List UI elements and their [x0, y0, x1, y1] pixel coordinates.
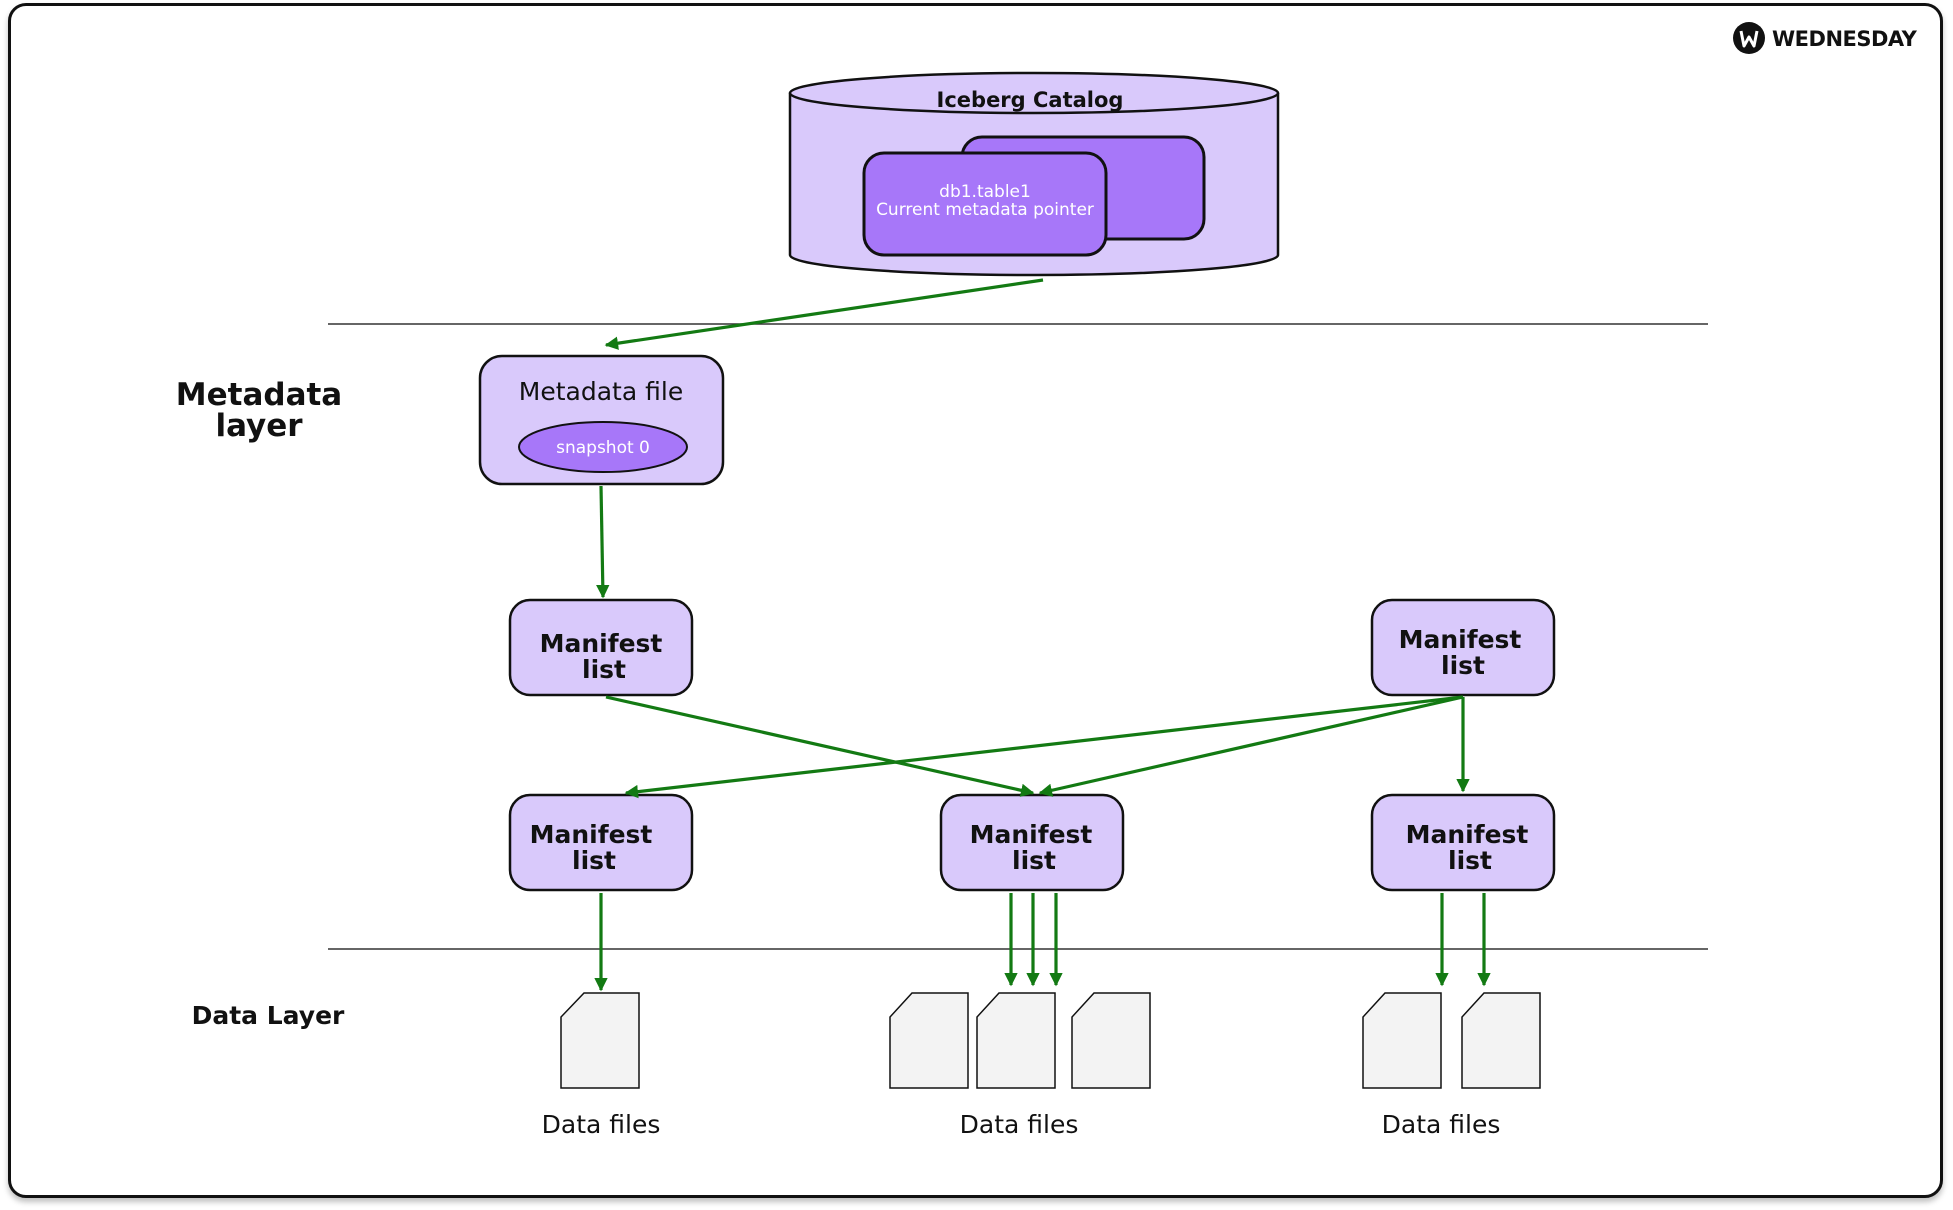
arrow-catalog-to-metadata [604, 278, 1044, 350]
data-files-label-right: Data files [1382, 1110, 1501, 1139]
data-file-icon [889, 992, 969, 1089]
svg-text:list: list [1012, 846, 1056, 875]
svg-text:list: list [572, 846, 616, 875]
arrow-metadata-to-manifest-list [596, 485, 610, 599]
iceberg-catalog: Iceberg Catalog db1.table1 Current metad… [788, 71, 1280, 277]
table-pointer-description: Current metadata pointer [876, 200, 1094, 220]
svg-text:Manifest: Manifest [540, 629, 663, 658]
arrow-top-left-to-bottom-middle [605, 695, 1035, 797]
svg-text:Manifest: Manifest [1399, 625, 1522, 654]
data-layer-label: Data Layer [192, 1001, 345, 1030]
svg-text:Manifest: Manifest [1406, 820, 1529, 849]
data-file-icon [976, 992, 1056, 1089]
data-file-icon [1461, 992, 1541, 1089]
wednesday-logo-icon [1733, 22, 1765, 54]
svg-text:list: list [1448, 846, 1492, 875]
data-files-label-middle: Data files [960, 1110, 1079, 1139]
metadata-layer-label: Metadata [176, 377, 342, 413]
svg-text:Manifest: Manifest [530, 820, 653, 849]
brand-logo: WEDNESDAY [1733, 22, 1918, 54]
table-pointer-card [862, 151, 1108, 257]
data-file-icon [1071, 992, 1151, 1089]
data-files-label-left: Data files [542, 1110, 661, 1139]
svg-text:Manifest: Manifest [970, 820, 1093, 849]
arrow-top-right-to-bottom-left [624, 695, 1464, 799]
data-file-icon [1362, 992, 1442, 1089]
brand-name: WEDNESDAY [1772, 27, 1918, 51]
data-files [560, 992, 1541, 1089]
manifest-list-top-right: Manifest list [1370, 598, 1556, 697]
table-pointer-name: db1.table1 [939, 182, 1031, 202]
snapshot-label: snapshot 0 [556, 438, 650, 458]
manifest-list-bottom-middle: Manifest list [939, 793, 1125, 892]
data-file-icon [560, 992, 640, 1089]
manifest-list-bottom-left: Manifest list [508, 793, 694, 892]
svg-text:list: list [1441, 651, 1485, 680]
arrows [594, 278, 1491, 992]
manifest-list-bottom-right: Manifest list [1370, 793, 1556, 892]
snapshot-node [518, 421, 688, 473]
svg-text:list: list [582, 655, 626, 684]
manifest-list-top-left: Manifest list [508, 598, 694, 697]
arrow-top-right-to-bottom-middle [1038, 695, 1464, 797]
metadata-file-title: Metadata file [519, 377, 683, 406]
metadata-file: Metadata file snapshot 0 [478, 354, 725, 486]
catalog-title: Iceberg Catalog [937, 88, 1124, 112]
metadata-layer-label-line2: layer [215, 408, 303, 444]
